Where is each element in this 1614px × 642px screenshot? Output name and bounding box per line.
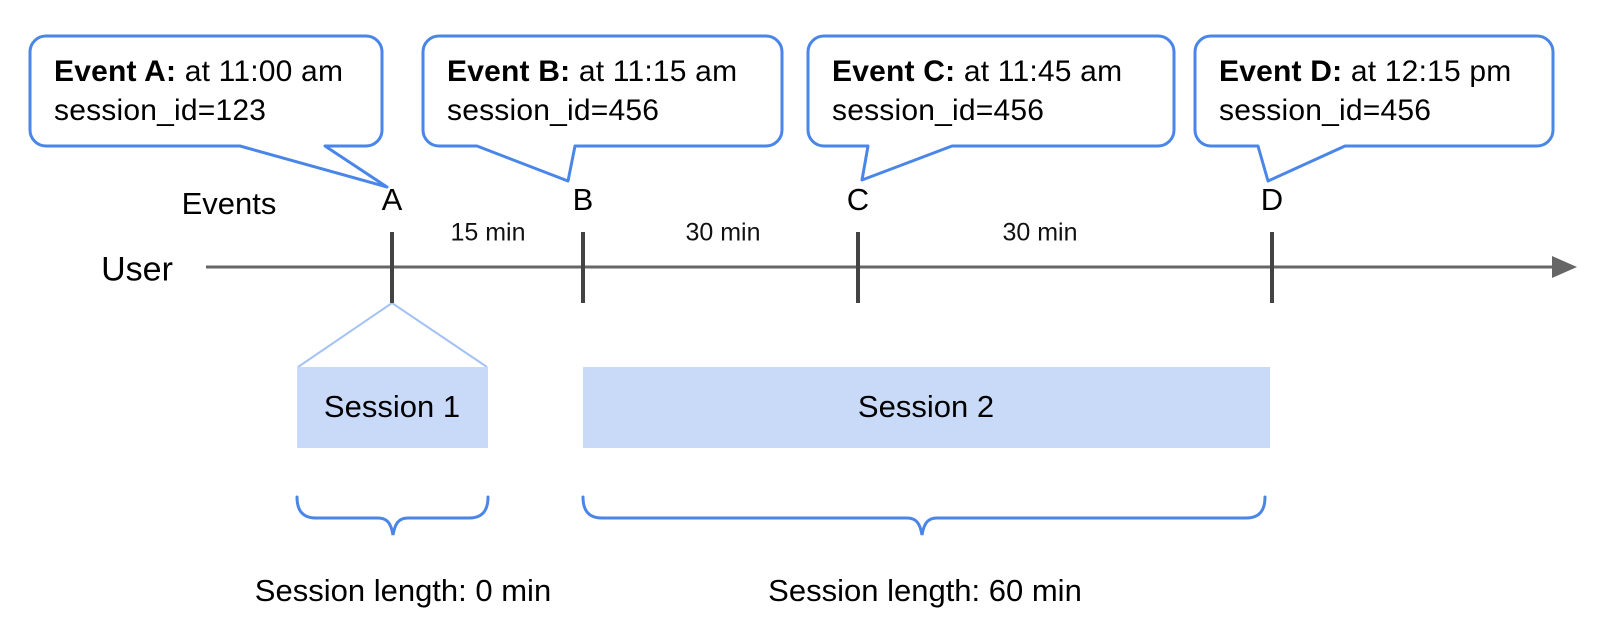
event-d-bubble-shape xyxy=(1193,34,1555,183)
session1-brace xyxy=(295,495,490,536)
session1-funnel-right-line xyxy=(391,302,488,368)
event-marker-c: C xyxy=(846,182,870,217)
event-b-title: Event B: xyxy=(447,55,571,88)
event-d-title: Event D: xyxy=(1219,55,1343,88)
event-c-line1: Event C: at 11:45 am xyxy=(832,52,1174,91)
session1-bar xyxy=(297,367,488,448)
event-a-session-id: session_id=123 xyxy=(54,94,267,127)
event-d-session-id: session_id=456 xyxy=(1219,94,1432,127)
event-a-line1: Event A: at 11:00 am xyxy=(54,52,382,91)
event-marker-d: D xyxy=(1260,182,1284,217)
event-marker-a: A xyxy=(381,182,403,217)
session2-label: Session 2 xyxy=(857,389,995,424)
session2-brace xyxy=(581,495,1267,536)
event-b-line1: Event B: at 11:15 am xyxy=(447,52,782,91)
event-a-bubble: Event A: at 11:00 am session_id=123 xyxy=(30,36,382,146)
event-c-bubble-shape xyxy=(806,34,1176,182)
event-a-time: at 11:00 am xyxy=(184,55,344,88)
event-c-time: at 11:45 am xyxy=(963,55,1123,88)
timeline-arrowhead-icon xyxy=(1552,256,1577,278)
interval-a-b-label: 15 min xyxy=(450,218,526,247)
event-c-session-id: session_id=456 xyxy=(832,94,1045,127)
event-d-line1: Event D: at 12:15 pm xyxy=(1219,52,1553,91)
event-marker-b: B xyxy=(572,182,594,217)
event-a-title: Event A: xyxy=(54,55,177,88)
event-b-time: at 11:15 am xyxy=(578,55,738,88)
event-b-bubble: Event B: at 11:15 am session_id=456 xyxy=(423,36,782,146)
session1-length-label: Session length: 0 min xyxy=(254,573,552,608)
event-d-time: at 12:15 pm xyxy=(1350,55,1512,88)
events-axis-label: Events xyxy=(181,186,277,221)
event-d-bubble: Event D: at 12:15 pm session_id=456 xyxy=(1195,36,1553,146)
session2-bar xyxy=(583,367,1270,448)
event-b-bubble-shape xyxy=(421,34,784,183)
interval-b-c-label: 30 min xyxy=(685,218,761,247)
session2-length-label: Session length: 60 min xyxy=(768,573,1082,608)
user-axis-label: User xyxy=(101,250,173,289)
interval-c-d-label: 30 min xyxy=(1002,218,1078,247)
event-b-session-id: session_id=456 xyxy=(447,94,660,127)
event-a-bubble-shape xyxy=(28,34,389,189)
session1-funnel-left-line xyxy=(297,302,393,368)
session1-label: Session 1 xyxy=(323,389,461,424)
event-c-bubble: Event C: at 11:45 am session_id=456 xyxy=(808,36,1174,146)
event-c-title: Event C: xyxy=(832,55,956,88)
